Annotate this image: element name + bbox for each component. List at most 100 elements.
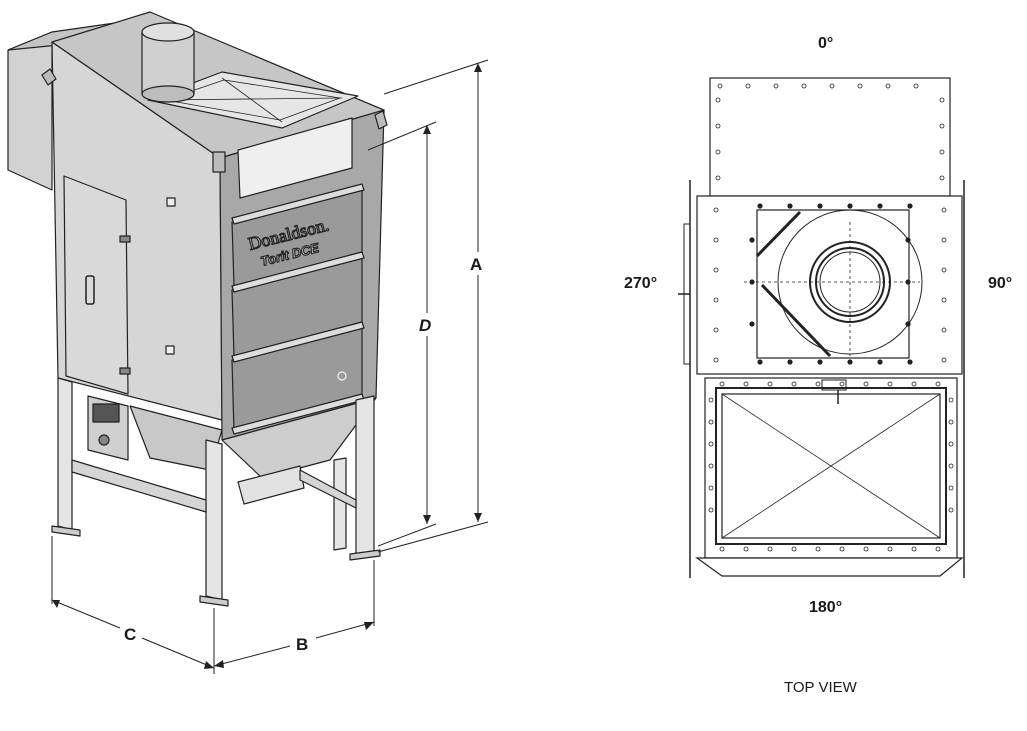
bolt-icon <box>708 463 714 469</box>
dim-c-line-2 <box>141 637 215 669</box>
dim-b-line-2 <box>315 621 375 639</box>
bolt-icon <box>708 397 714 403</box>
door-latch-top <box>119 235 131 243</box>
bolt-icon <box>713 327 719 333</box>
bolt-icon <box>877 359 883 365</box>
top-view-fan-diag-2 <box>760 283 832 358</box>
bolt-icon <box>767 381 773 387</box>
bolt-icon <box>715 123 721 129</box>
leg-back-left <box>57 377 73 531</box>
bolt-icon <box>877 203 883 209</box>
bolt-icon <box>941 207 947 213</box>
bolt-icon <box>941 267 947 273</box>
dim-d-ext-top <box>367 121 437 151</box>
door-handle <box>85 275 95 305</box>
fan-motor-base <box>141 85 195 103</box>
leg-back-right <box>333 457 347 551</box>
angle-label-90: 90° <box>988 275 1012 292</box>
bolt-icon <box>787 359 793 365</box>
bolt-icon <box>939 149 945 155</box>
bolt-icon <box>787 203 793 209</box>
control-screen <box>92 403 120 423</box>
bolt-icon <box>948 441 954 447</box>
bolt-icon <box>948 397 954 403</box>
fan-motor <box>141 31 195 95</box>
dim-c-line-1 <box>51 599 121 629</box>
bolt-icon <box>713 297 719 303</box>
bolt-icon <box>708 419 714 425</box>
bolt-icon <box>743 546 749 552</box>
hopper <box>221 397 377 479</box>
lifting-lug-front <box>212 151 226 173</box>
side-hood <box>7 31 53 191</box>
bolt-icon <box>715 97 721 103</box>
control-knob <box>98 434 110 446</box>
bolt-icon <box>857 83 863 89</box>
bolt-icon <box>939 175 945 181</box>
leg-front-right <box>355 395 375 557</box>
dimension-label-d: D <box>419 316 431 335</box>
bolt-icon <box>948 485 954 491</box>
lifting-lug-left <box>41 68 57 86</box>
bolt-icon <box>767 546 773 552</box>
dimension-label-a: A <box>470 255 482 274</box>
bolt-icon <box>913 83 919 89</box>
bolt-icon <box>708 507 714 513</box>
brace-left <box>71 459 207 513</box>
top-view-body <box>696 195 963 375</box>
side-bolt-1 <box>166 197 176 207</box>
bolt-icon <box>719 381 725 387</box>
bolt-icon <box>829 83 835 89</box>
top-view-hopper-x2 <box>721 393 941 539</box>
dim-b-line-1 <box>213 645 291 667</box>
bolt-icon <box>773 83 779 89</box>
bolt-icon <box>713 207 719 213</box>
bolt-icon <box>847 203 853 209</box>
cutaway-opening <box>237 117 353 199</box>
isometric-view: Donaldson. Torit DCE <box>7 11 388 607</box>
side-bolt-2 <box>165 345 175 355</box>
bolt-icon <box>911 381 917 387</box>
bolt-icon <box>935 381 941 387</box>
top-view-hopper-inner <box>721 393 941 539</box>
bolt-icon <box>941 237 947 243</box>
foot-back-left <box>51 525 81 537</box>
bolt-icon <box>749 321 755 327</box>
dimension-label-b: B <box>296 635 308 654</box>
bolt-icon <box>817 203 823 209</box>
bolt-icon <box>905 321 911 327</box>
bolt-icon <box>847 359 853 365</box>
top-view-caption: TOP VIEW <box>784 679 858 696</box>
bolt-icon <box>935 546 941 552</box>
bolt-icon <box>708 485 714 491</box>
bolt-icon <box>715 149 721 155</box>
fan-motor-top <box>141 22 195 42</box>
bolt-icon <box>887 546 893 552</box>
lifting-lug-right <box>374 110 388 130</box>
bolt-icon <box>863 381 869 387</box>
bolt-icon <box>907 359 913 365</box>
bolt-icon <box>839 381 845 387</box>
top-view-bolts <box>708 83 954 552</box>
inlet-x2 <box>221 77 283 123</box>
bolt-icon <box>757 359 763 365</box>
bolt-icon <box>815 381 821 387</box>
angle-label-0: 0° <box>818 35 833 52</box>
bolt-icon <box>863 546 869 552</box>
angle-label-270: 270° <box>624 275 657 292</box>
bolt-icon <box>839 546 845 552</box>
bolt-icon <box>887 381 893 387</box>
bolt-icon <box>907 203 913 209</box>
inlet-inner <box>164 79 341 121</box>
dim-a-ext-bottom <box>377 521 489 553</box>
bolt-icon <box>715 175 721 181</box>
bolt-icon <box>948 507 954 513</box>
inlet-flange <box>147 71 359 129</box>
brace-right <box>299 469 357 509</box>
bolt-icon <box>749 279 755 285</box>
bolt-icon <box>817 359 823 365</box>
bolt-icon <box>948 463 954 469</box>
bolt-icon <box>719 546 725 552</box>
bolt-icon <box>745 83 751 89</box>
